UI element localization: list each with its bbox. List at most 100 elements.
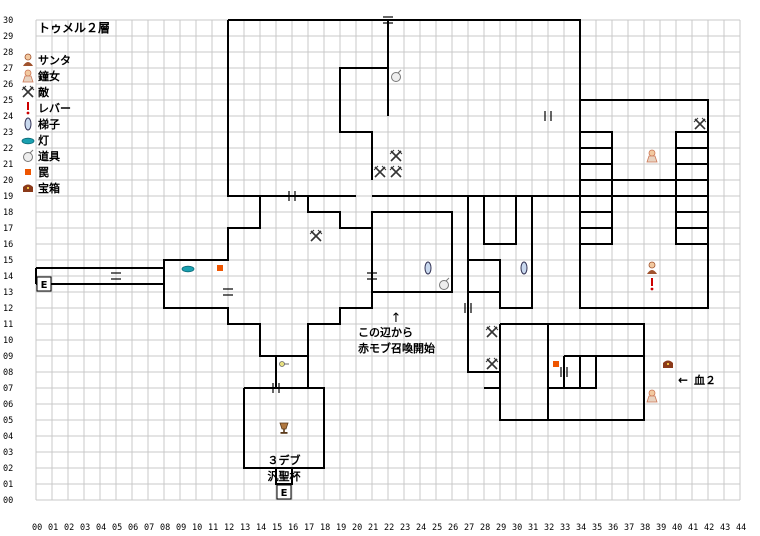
x-axis-label: 04 [96,523,106,533]
lever-key-icon [279,361,289,367]
map-walls [35,19,709,485]
x-axis-label: 44 [736,523,746,533]
x-axis-label: 03 [80,523,90,533]
bell-woman-icon [22,69,34,83]
legend-label-trap: 罠 [38,166,49,179]
y-axis-label: 05 [3,416,13,426]
x-axis-label: 36 [608,523,618,533]
y-axis-label: 11 [3,320,13,330]
y-axis-label: 09 [3,352,13,362]
x-axis-label: 02 [64,523,74,533]
y-axis-label: 06 [3,400,13,410]
legend: サンタ 鐘女 敵 レバー 梯子 灯 道具 罠 宝箱 [38,54,71,195]
x-axis-label: 23 [400,523,410,533]
x-axis-label: 06 [128,523,138,533]
enemy-icon [693,117,707,130]
x-axis-label: 13 [240,523,250,533]
y-axis-label: 28 [3,48,13,58]
y-axis-label: 07 [3,384,13,394]
ladder-icon [520,261,528,275]
entrance-marker-west: E [41,280,48,291]
x-axis-label: 33 [560,523,570,533]
x-axis-label: 16 [288,523,298,533]
x-axis-label: 11 [208,523,218,533]
wall-segment [468,196,533,309]
wall-segment [579,99,709,309]
bell-woman-icon [646,389,658,403]
y-axis-label: 16 [3,240,13,250]
annotation-arrow-left: ← [678,373,688,387]
x-axis-label: 07 [144,523,154,533]
x-axis-label: 31 [528,523,538,533]
item-icon [23,149,34,162]
x-axis-label: 43 [720,523,730,533]
y-axis-label: 08 [3,368,13,378]
wall-segment [499,323,645,421]
y-axis-label: 27 [3,64,13,74]
santa-icon [23,53,33,66]
entrance-marker-south: E [281,488,288,499]
wall-segment [275,468,293,485]
annotation-mob-line2: 赤モブ召喚開始 [358,341,435,355]
wall-segment [675,131,708,245]
annotation-blood-label: 血２ [694,373,716,387]
annotation-arrow-up: ↑ [391,311,402,326]
map-title: トゥメル２層 [38,21,110,35]
x-axis-label: 42 [704,523,714,533]
legend-label-item: 道具 [38,149,60,163]
y-axis-label: 03 [3,448,13,458]
x-axis-label: 27 [464,523,474,533]
y-axis-label: 01 [3,480,13,490]
annotation-chalice-line2: 汎聖杯 [268,469,302,483]
enemy-icon [389,149,403,162]
x-axis-label: 22 [384,523,394,533]
x-axis-label: 34 [576,523,586,533]
legend-label-santa: サンタ [38,54,71,67]
legend-label-lever: レバー [38,102,71,115]
x-axis-label: 28 [480,523,490,533]
x-axis-label: 35 [592,523,602,533]
y-axis-label: 29 [3,32,13,42]
ladder-icon [424,261,432,275]
santa-icon [647,261,657,274]
entrance-markers: E E [36,276,292,500]
map-icons [21,53,707,434]
x-axis-label: 25 [432,523,442,533]
lamp-icon [21,137,35,145]
x-axis-label: 21 [368,523,378,533]
y-axis-label: 14 [3,272,13,282]
enemy-icon [21,85,35,98]
y-axis-label: 12 [3,304,13,314]
enemy-icon [485,325,499,338]
y-axis-label: 17 [3,224,13,234]
x-axis-label: 09 [176,523,186,533]
chest-icon [23,184,33,192]
y-axis-label: 18 [3,208,13,218]
y-axis-label: 00 [3,496,13,506]
x-axis-label: 24 [416,523,426,533]
x-axis-label: 32 [544,523,554,533]
trap-icon [217,265,223,271]
lamp-icon [181,265,195,273]
x-axis-label: 00 [32,523,42,533]
x-axis-label: 14 [256,523,266,533]
wall-segment [339,67,388,180]
x-axis-label: 37 [624,523,634,533]
y-axis-label: 30 [3,16,13,26]
wall-segment [243,387,325,469]
map-doors [111,16,568,393]
x-axis-label: 26 [448,523,458,533]
x-axis-label: 38 [640,523,650,533]
lever-icon [26,102,30,115]
enemy-icon [485,357,499,370]
ladder-icon [24,117,32,131]
y-axis-label: 15 [3,256,13,266]
annotation-mob-line1: この辺から [358,326,413,339]
wall-segment [467,196,500,373]
x-axis-label: 17 [304,523,314,533]
wall-segment [548,355,644,389]
trap-icon [553,361,559,367]
y-axis-label: 02 [3,464,13,474]
